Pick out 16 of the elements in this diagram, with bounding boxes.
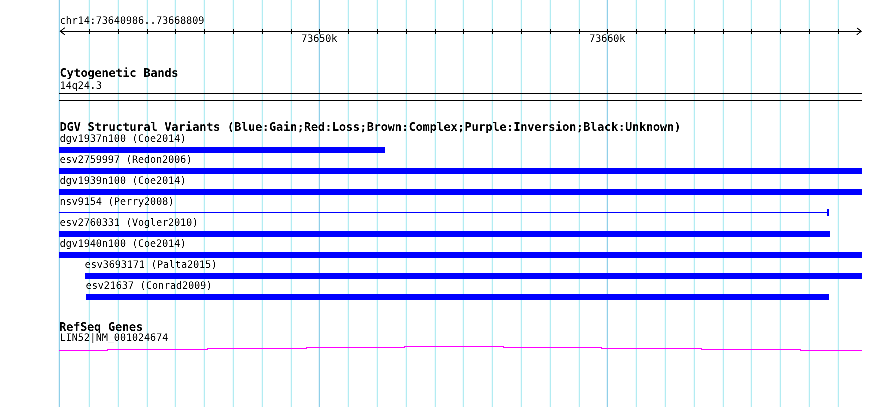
variant-label: esv2760331 (Vogler2010) [60, 218, 198, 230]
track-title: Cytogenetic Bands [60, 67, 179, 80]
variant-label: esv2759997 (Redon2006) [60, 154, 192, 167]
track-title: DGV Structural Variants (Blue:Gain;Red:Loss;Brown:Complex;Purple:Inversion;Black:Unknown) [60, 120, 682, 134]
variant-label: dgv1940n100 (Coe2014) [60, 238, 186, 251]
gene-label: LIN52|NM_001024674 [60, 332, 168, 344]
variant-label: dgv1937n100 (Coe2014) [60, 134, 186, 146]
variant-label: dgv1939n100 (Coe2014) [60, 176, 186, 188]
tick-label: 73650k [301, 34, 338, 46]
variant-label: nsv9154 (Perry2008) [60, 197, 174, 209]
tick-label: 73660k [589, 34, 626, 46]
variant-label: esv21637 (Conrad2009) [86, 280, 212, 293]
band-label: 14q24.3 [60, 80, 102, 92]
locus-label: chr14:73640986..73668809 [60, 16, 204, 28]
variant-label: esv3693171 (Palta2015) [85, 260, 218, 272]
track-title: RefSeq Genes [60, 320, 144, 334]
